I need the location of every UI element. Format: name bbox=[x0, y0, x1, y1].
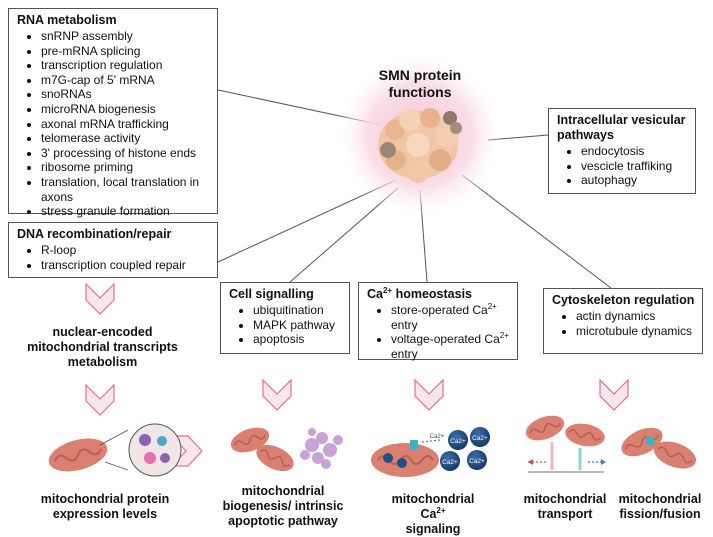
list-item: stress granule formation bbox=[41, 204, 209, 219]
list-item: snRNP assembly bbox=[41, 29, 209, 44]
list-item: axonal mRNA trafficking bbox=[41, 117, 209, 132]
list-item: microRNA biogenesis bbox=[41, 102, 209, 117]
item-list: actin dynamics microtubule dynamics bbox=[552, 309, 694, 338]
item-list: R-loop transcription coupled repair bbox=[17, 243, 209, 272]
box-title: RNA metabolism bbox=[17, 13, 117, 27]
transport-illustration bbox=[525, 415, 606, 473]
ca-ion bbox=[440, 451, 460, 471]
rna-metabolism-box: RNA metabolism snRNP assembly pre-mRNA s… bbox=[8, 8, 218, 218]
center-title: SMN protein functions bbox=[378, 67, 462, 100]
biogenesis-label: mitochondrial biogenesis/ intrinsic apop… bbox=[222, 484, 344, 528]
list-item: translation, local translation in axons bbox=[41, 175, 209, 204]
title-text: homeostasis bbox=[392, 287, 472, 301]
item-list: endocytosis vescicle traffiking autophag… bbox=[557, 144, 687, 188]
chevrons bbox=[85, 282, 629, 467]
ion-group bbox=[440, 427, 490, 471]
chevron-dna-down bbox=[85, 282, 115, 315]
box-title: Cell signalling bbox=[229, 287, 314, 301]
smn-protein-structure bbox=[378, 108, 462, 183]
superscript: 2+ bbox=[487, 302, 497, 311]
zoom-circle bbox=[128, 423, 182, 477]
connector-cytoskeleton bbox=[461, 174, 612, 289]
ca-ion-label: Ca2+ bbox=[442, 459, 458, 466]
list-item: store-operated Ca2+ entry bbox=[391, 303, 509, 332]
list-item: vescicle traffiking bbox=[581, 159, 687, 174]
superscript: 2+ bbox=[499, 331, 509, 341]
box-title: Ca2+ homeostasis bbox=[367, 285, 509, 302]
ca-ion bbox=[470, 427, 490, 447]
ca-signaling-label: mitochondrial Ca2+ signaling bbox=[378, 492, 488, 537]
ca-signaling-illustration: Ca2+ Ca2+ Ca2+ Ca2+ Ca2+ bbox=[371, 427, 490, 477]
label-text: signaling bbox=[405, 522, 461, 536]
list-item: microtubule dynamics bbox=[576, 324, 694, 339]
ca-ion-label: Ca2+ bbox=[430, 434, 445, 440]
item-text: voltage-operated Ca bbox=[391, 332, 500, 347]
chevron-cyto-down bbox=[599, 378, 629, 411]
box-title: Intracellular vesicular pathways bbox=[557, 113, 686, 142]
vesicular-pathways-box: Intracellular vesicular pathways endocyt… bbox=[548, 108, 696, 194]
title-text: Ca bbox=[367, 287, 383, 301]
list-item: endocytosis bbox=[581, 144, 687, 159]
list-item: R-loop bbox=[41, 243, 209, 258]
label-text: mitochondrial Ca bbox=[391, 492, 475, 521]
dna-repair-box: DNA recombination/repair R-loop transcri… bbox=[8, 222, 218, 278]
transcripts-metabolism-label: nuclear-encoded mitochondrial transcript… bbox=[27, 325, 178, 369]
list-item: MAPK pathway bbox=[253, 318, 341, 333]
list-item: snoRNAs bbox=[41, 87, 209, 102]
list-item: 3' processing of histone ends bbox=[41, 146, 209, 161]
list-item: telomerase activity bbox=[41, 131, 209, 146]
list-item: apoptosis bbox=[253, 332, 341, 347]
fission-fusion-label: mitochondrial fission/fusion bbox=[618, 492, 702, 521]
item-text: entry bbox=[391, 346, 418, 361]
box-title: Cytoskeleton regulation bbox=[552, 293, 695, 307]
superscript: 2+ bbox=[382, 285, 393, 295]
ca-ion-label: Ca2+ bbox=[472, 435, 488, 442]
list-item: ribosome priming bbox=[41, 160, 209, 175]
list-item: ubiquitination bbox=[253, 303, 341, 318]
item-list: snRNP assembly pre-mRNA splicing transcr… bbox=[17, 29, 209, 219]
chevron-mid-down bbox=[85, 383, 115, 416]
protein-expression-illustration bbox=[48, 423, 182, 477]
cytoskeleton-box: Cytoskeleton regulation actin dynamics m… bbox=[543, 288, 703, 354]
ca-homeostasis-box: Ca2+ homeostasis store-operated Ca2+ ent… bbox=[358, 282, 518, 361]
list-item: pre-mRNA splicing bbox=[41, 44, 209, 59]
protein-expression-label: mitochondrial protein expression levels bbox=[40, 492, 170, 521]
ca-ion-label: Ca2+ bbox=[469, 458, 485, 465]
box-title: DNA recombination/repair bbox=[17, 227, 172, 241]
item-text: store-operated Ca bbox=[391, 303, 488, 317]
fission-fusion-illustration bbox=[621, 427, 697, 469]
list-item: actin dynamics bbox=[576, 309, 694, 324]
ca-ion bbox=[467, 450, 487, 470]
ca-ion bbox=[448, 430, 468, 450]
ca-ion-label: Ca2+ bbox=[450, 438, 466, 445]
cell-signalling-box: Cell signalling ubiquitination MAPK path… bbox=[220, 282, 350, 354]
list-item: voltage-operated Ca2+ entry bbox=[391, 332, 509, 361]
list-item: m7G-cap of 5' mRNA bbox=[41, 73, 209, 88]
item-text: entry bbox=[391, 317, 418, 332]
biogenesis-illustration bbox=[230, 427, 343, 472]
apoptotic-cell-cluster bbox=[300, 428, 343, 469]
item-list: store-operated Ca2+ entry voltage-operat… bbox=[367, 303, 509, 361]
list-item: autophagy bbox=[581, 173, 687, 188]
transport-label: mitochondrial transport bbox=[523, 492, 607, 521]
chevron-ca-down bbox=[414, 378, 444, 411]
item-list: ubiquitination MAPK pathway apoptosis bbox=[229, 303, 341, 347]
superscript: 2+ bbox=[436, 505, 446, 515]
list-item: transcription coupled repair bbox=[41, 258, 209, 273]
chevron-signalling-down bbox=[262, 378, 292, 411]
list-item: transcription regulation bbox=[41, 58, 209, 73]
